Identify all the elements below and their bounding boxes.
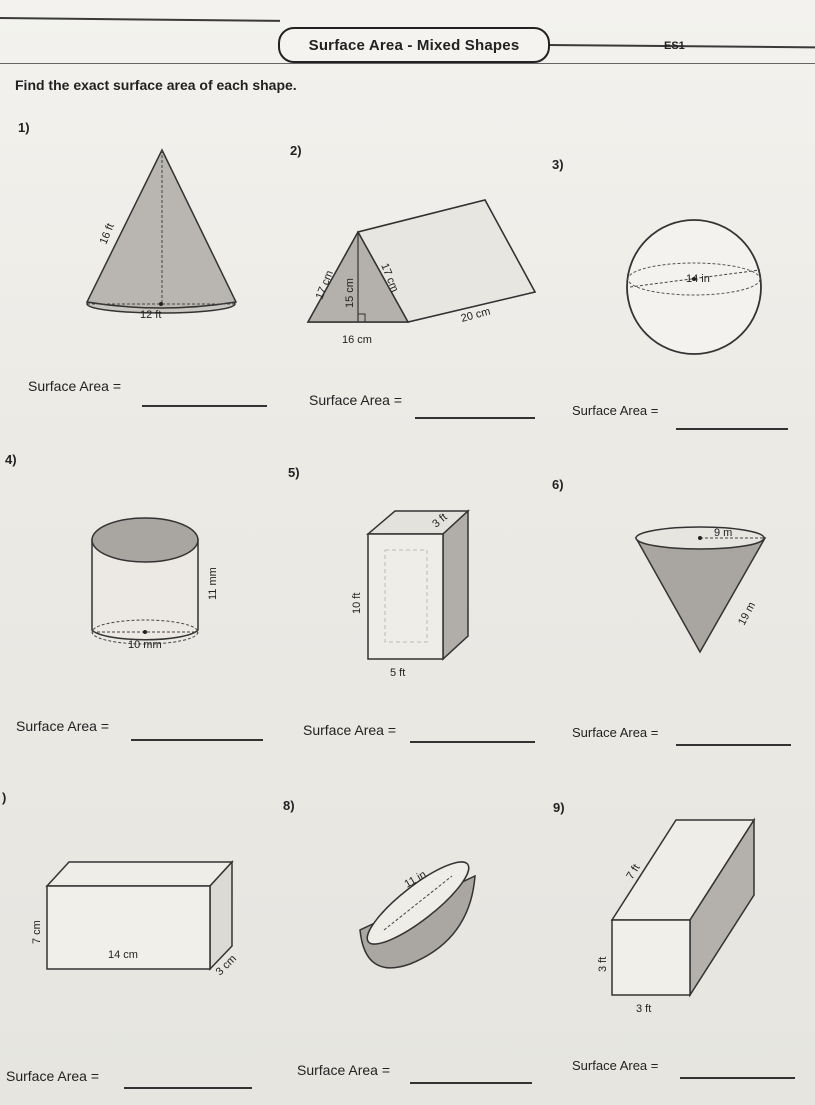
rect-prism-figure-7: 7 cm 14 cm 3 cm — [31, 860, 239, 978]
problem-number-3: 3) — [552, 157, 564, 172]
answer-blank-9[interactable] — [680, 1077, 795, 1079]
prism7-height-label: 7 cm — [31, 920, 43, 944]
answer-blank-6[interactable] — [676, 744, 791, 746]
answer-label-1: Surface Area = — [28, 378, 122, 394]
header-rule-bottom — [0, 63, 815, 64]
answer-label-3: Surface Area = — [572, 403, 659, 418]
prism2-height-label: 15 cm — [344, 278, 356, 308]
problem-number-2: 2) — [290, 143, 302, 158]
problem-number-5: 5) — [288, 465, 300, 480]
inverted-cone-figure-6: 9 m 19 m — [634, 526, 767, 654]
problem-number-6: 6) — [552, 477, 564, 492]
prism2-base-label: 16 cm — [342, 334, 372, 346]
answer-label-4: Surface Area = — [16, 718, 110, 734]
answer-label-6: Surface Area = — [572, 725, 659, 740]
cone1-slant-label: 16 ft — [98, 222, 117, 246]
answer-label-2: Surface Area = — [309, 392, 403, 408]
cylinder4-diameter-label: 10 mm — [128, 639, 162, 651]
sphere3-diameter-label: 14 in — [686, 273, 710, 285]
rect-prism-figure-5: 3 ft 10 ft 5 ft — [351, 509, 470, 679]
answer-blank-8[interactable] — [410, 1082, 532, 1084]
cone6-slant-label: 19 m — [736, 600, 758, 627]
problem-number-4: 4) — [5, 452, 17, 467]
answer-blank-5[interactable] — [410, 741, 535, 743]
problem-number-1: 1) — [18, 120, 30, 135]
answer-label-9: Surface Area = — [572, 1058, 659, 1073]
worksheet-title: Surface Area - Mixed Shapes — [278, 27, 550, 63]
answer-blank-7[interactable] — [124, 1087, 252, 1089]
instruction-text: Find the exact surface area of each shap… — [15, 77, 297, 93]
prism5-width-label: 5 ft — [390, 667, 405, 679]
prism7-length-label: 14 cm — [108, 949, 138, 961]
problem-number-7: ) — [2, 790, 7, 805]
prism5-height-label: 10 ft — [351, 593, 363, 614]
answer-blank-3[interactable] — [676, 428, 788, 430]
answer-blank-2[interactable] — [415, 417, 535, 419]
rect-prism-figure-9: 7 ft 3 ft 3 ft — [597, 817, 756, 1015]
hemisphere-figure-8: 11 in — [359, 861, 476, 969]
cone6-radius-label: 9 m — [714, 527, 732, 539]
answer-blank-1[interactable] — [142, 405, 267, 407]
triangular-prism-figure-2: 17 cm 15 cm 17 cm 16 cm 20 cm — [306, 199, 537, 346]
answer-blank-4[interactable] — [131, 739, 263, 741]
sphere-figure-3: 14 in — [626, 219, 762, 355]
cylinder-figure-4: 11 mm 10 mm — [91, 517, 219, 651]
problem-number-9: 9) — [553, 800, 565, 815]
cone1-diameter-label: 12 ft — [140, 309, 161, 321]
answer-label-5: Surface Area = — [303, 722, 397, 738]
prism9-height-label: 3 ft — [597, 957, 609, 972]
cylinder4-height-label: 11 mm — [207, 567, 219, 600]
answer-label-8: Surface Area = — [297, 1062, 391, 1078]
answer-label-7: Surface Area = — [6, 1068, 100, 1084]
cone-figure-1: 16 ft 12 ft — [85, 148, 238, 321]
problem-number-8: 8) — [283, 798, 295, 813]
worksheet-code: ES1 — [664, 40, 685, 52]
prism9-width-label: 3 ft — [636, 1003, 651, 1015]
